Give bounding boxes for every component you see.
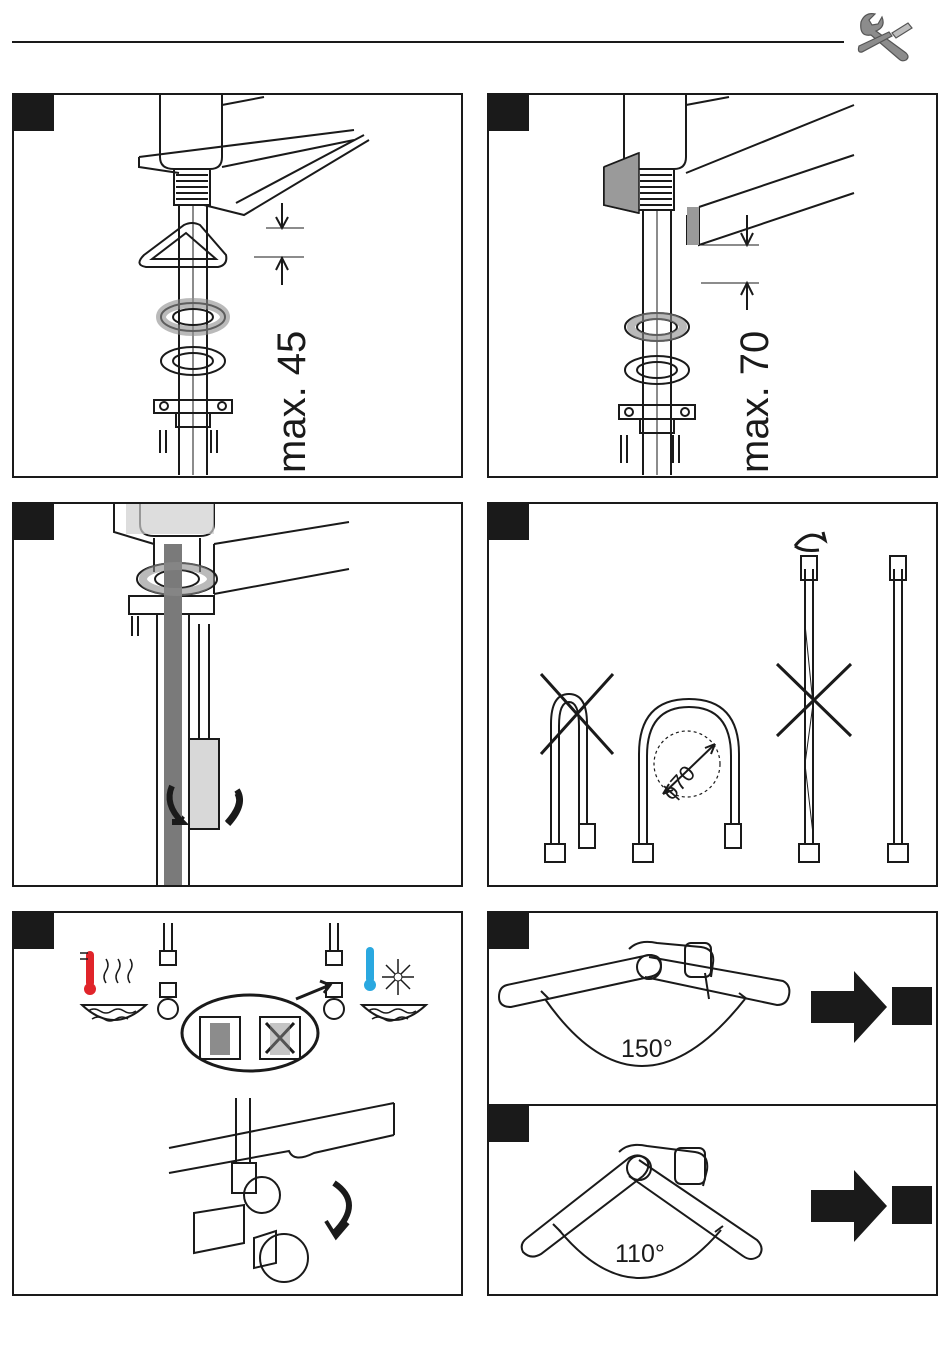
cold-water-icon bbox=[362, 947, 426, 1021]
spout-rotation-150-illustration bbox=[489, 913, 938, 1106]
angle-label: 110° bbox=[615, 1240, 665, 1269]
faucet-mount-illustration bbox=[14, 95, 463, 478]
hot-water-icon bbox=[80, 951, 146, 1021]
next-step-badge bbox=[892, 987, 932, 1025]
dimension-label: max. 70 bbox=[733, 331, 778, 473]
wrench-screwdriver-icon bbox=[855, 8, 917, 66]
dimension-label: max. 45 bbox=[270, 331, 315, 473]
next-step-badge bbox=[892, 1186, 932, 1224]
step-panel-4: ϕ70 bbox=[487, 502, 938, 887]
step-panel-3 bbox=[12, 502, 463, 887]
step-panel-2: max. 70 bbox=[487, 93, 938, 478]
step-panel-1: max. 45 bbox=[12, 93, 463, 478]
hot-cold-connection-illustration bbox=[14, 913, 463, 1296]
screwdriver-tighten-illustration bbox=[14, 504, 463, 887]
step-panel-6: 150° bbox=[487, 911, 938, 1106]
step-panel-5 bbox=[12, 911, 463, 1296]
hose-bending-illustration bbox=[489, 504, 938, 887]
angle-label: 150° bbox=[621, 1035, 673, 1064]
step-panel-7: 110° bbox=[487, 1104, 938, 1296]
spout-rotation-110-illustration bbox=[489, 1106, 938, 1296]
faucet-thick-counter-illustration bbox=[489, 95, 938, 478]
header-rule bbox=[12, 41, 844, 43]
